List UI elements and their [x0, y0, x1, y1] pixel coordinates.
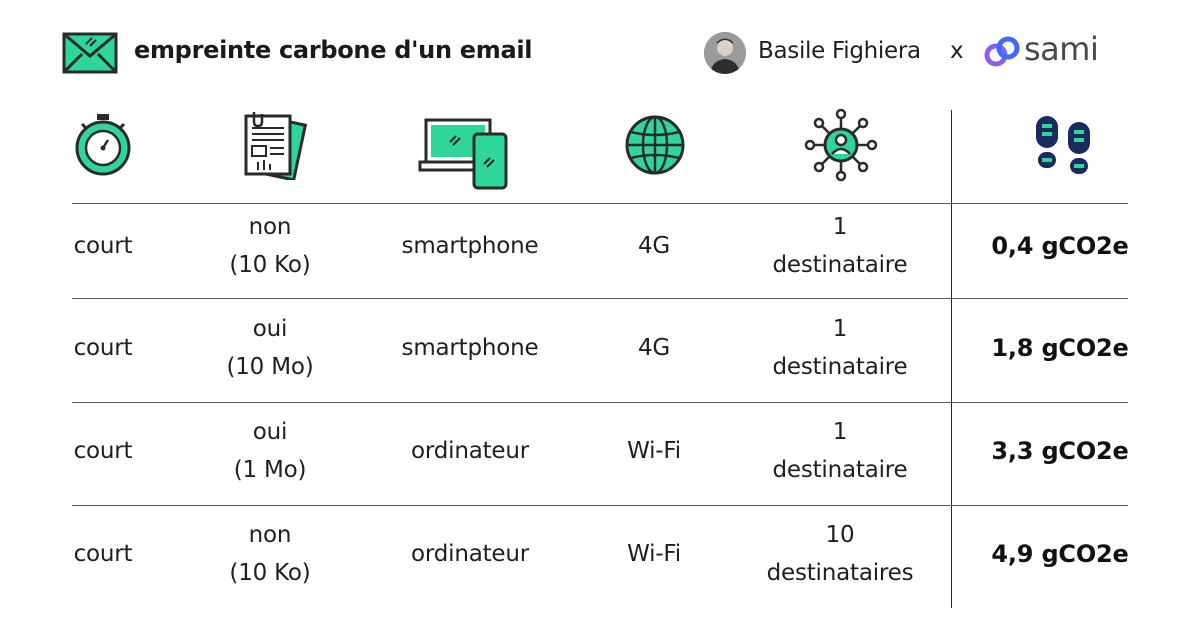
- cell-duree: court: [73, 438, 133, 464]
- cell-piece-jointe: non (10 Ko): [195, 196, 345, 296]
- dest-label: destinataire: [772, 354, 908, 380]
- cell-destinataires: 1 destinataire: [744, 196, 936, 296]
- avatar: [704, 32, 746, 74]
- document-icon: [244, 112, 308, 180]
- dest-label: destinataire: [772, 252, 908, 278]
- cell-network: Wi-Fi: [627, 541, 681, 567]
- row-divider: [72, 203, 1128, 204]
- table-row: court oui (1 Mo) ordinateur Wi-Fi 1 dest…: [0, 401, 1200, 501]
- header: empreinte carbone d'un email Basile Figh…: [0, 0, 1200, 100]
- cell-footprint: 0,4 gCO2e: [991, 232, 1129, 260]
- cell-network: 4G: [637, 233, 671, 259]
- table-row: court non (10 Ko) ordinateur Wi-Fi 10 de…: [0, 504, 1200, 604]
- cell-duree: court: [73, 541, 133, 567]
- envelope-icon: [62, 32, 118, 74]
- table-row: court oui (10 Mo) smartphone 4G 1 destin…: [0, 298, 1200, 398]
- pj-answer: oui: [252, 316, 288, 342]
- cell-device: smartphone: [401, 233, 539, 259]
- column-divider: [951, 110, 952, 608]
- row-divider: [72, 298, 1128, 299]
- network-icon: [804, 108, 878, 182]
- row-divider: [72, 402, 1128, 403]
- row-divider: [72, 505, 1128, 506]
- pj-size: (10 Ko): [229, 252, 311, 278]
- dest-count: 10: [825, 522, 855, 548]
- cell-device: ordinateur: [411, 541, 529, 567]
- cell-network: 4G: [637, 335, 671, 361]
- pj-answer: non: [248, 522, 292, 548]
- cell-duree: court: [73, 233, 133, 259]
- dest-label: destinataires: [766, 560, 914, 586]
- pj-answer: oui: [252, 419, 288, 445]
- devices-icon: [418, 118, 508, 190]
- cell-footprint: 1,8 gCO2e: [991, 334, 1129, 362]
- cell-device: smartphone: [401, 335, 539, 361]
- cell-network: Wi-Fi: [627, 438, 681, 464]
- cell-destinataires: 1 destinataire: [744, 401, 936, 501]
- dest-count: 1: [832, 214, 848, 240]
- cell-duree: court: [73, 335, 133, 361]
- globe-icon: [625, 115, 685, 175]
- cell-piece-jointe: oui (10 Mo): [195, 298, 345, 398]
- cell-piece-jointe: non (10 Ko): [195, 504, 345, 604]
- stopwatch-icon: [75, 114, 131, 176]
- pj-size: (10 Ko): [229, 560, 311, 586]
- cell-destinataires: 10 destinataires: [744, 504, 936, 604]
- page-title: empreinte carbone d'un email: [134, 36, 533, 64]
- table-row: court non (10 Ko) smartphone 4G 1 destin…: [0, 196, 1200, 296]
- separator-x: x: [950, 38, 964, 64]
- author-name: Basile Fighiera: [758, 38, 921, 64]
- cell-piece-jointe: oui (1 Mo): [195, 401, 345, 501]
- dest-count: 1: [832, 316, 848, 342]
- footprints-icon: [1036, 116, 1090, 174]
- dest-label: destinataire: [772, 457, 908, 483]
- cell-device: ordinateur: [411, 438, 529, 464]
- cell-footprint: 4,9 gCO2e: [991, 540, 1129, 568]
- pj-answer: non: [248, 214, 292, 240]
- pj-size: (1 Mo): [233, 457, 307, 483]
- cell-destinataires: 1 destinataire: [744, 298, 936, 398]
- dest-count: 1: [832, 419, 848, 445]
- pj-size: (10 Mo): [226, 354, 314, 380]
- partner-name: sami: [1024, 30, 1099, 68]
- cell-footprint: 3,3 gCO2e: [991, 437, 1129, 465]
- sami-logo-icon: [984, 36, 1020, 67]
